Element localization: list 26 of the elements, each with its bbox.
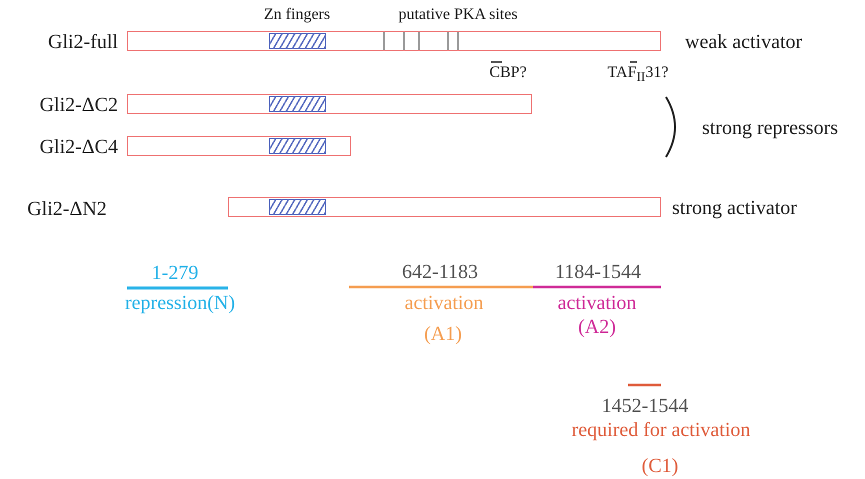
text-label: 1-279 xyxy=(152,262,198,284)
text-label: repression(N) xyxy=(125,292,235,314)
text-label: required for activation xyxy=(572,419,750,441)
text-label: CBP? xyxy=(489,64,527,82)
text-label: Zn fingers xyxy=(264,6,330,24)
text-label: 1184-1544 xyxy=(555,261,641,283)
text-label: (A2) xyxy=(578,316,616,338)
construct-name: Gli2-full xyxy=(48,31,118,53)
activity-label: strong activator xyxy=(672,197,797,219)
text-label: (A1) xyxy=(424,323,462,345)
text-label: TAF$_{II}$31? xyxy=(608,64,668,85)
text-label: putative PKA sites xyxy=(398,6,518,24)
protein-bar xyxy=(228,197,661,217)
protein-bar xyxy=(127,31,661,51)
text-label: strong repressors xyxy=(702,117,838,139)
text-label: activation xyxy=(558,292,636,314)
protein-bar xyxy=(127,136,351,156)
activity-label: weak activator xyxy=(685,31,802,53)
protein-bar xyxy=(127,94,532,114)
construct-name: Gli2-ΔC4 xyxy=(40,136,118,158)
text-label: 642-1183 xyxy=(402,261,478,283)
text-label: 1452-1544 xyxy=(602,395,688,417)
text-label: Gli2-ΔN2 xyxy=(27,198,107,220)
text-label: activation xyxy=(404,292,484,314)
text-label: (C1) xyxy=(642,455,678,477)
construct-name: Gli2-ΔC2 xyxy=(40,94,118,116)
